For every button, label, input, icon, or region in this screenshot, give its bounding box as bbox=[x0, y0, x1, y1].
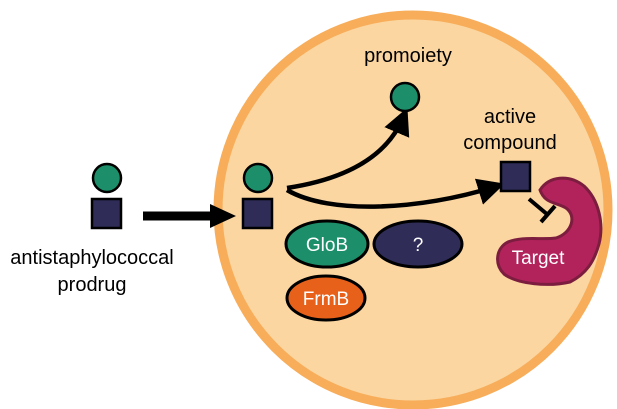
target-label: Target bbox=[512, 248, 566, 269]
inhibition-icon bbox=[527, 197, 557, 224]
prodrug-compound-square bbox=[90, 197, 123, 230]
released-promoiety-circle bbox=[389, 81, 421, 113]
release-promoiety-arrow-icon bbox=[286, 107, 410, 191]
prodrug-molecule bbox=[90, 162, 123, 230]
prodrug-label-line2: prodrug bbox=[58, 274, 127, 296]
active-label-line2: compound bbox=[463, 132, 556, 154]
internal-promoiety-circle bbox=[242, 162, 274, 194]
internal-prodrug-molecule bbox=[241, 162, 274, 230]
promoiety-label: promoiety bbox=[364, 45, 452, 67]
prodrug-label-line1: antistaphylococcal bbox=[10, 247, 173, 269]
unknown-enzyme: ? bbox=[372, 219, 464, 269]
active-label-line1: active bbox=[484, 106, 536, 128]
target-protein-shape bbox=[496, 176, 603, 286]
prodrug-promoiety-circle bbox=[91, 162, 123, 194]
glob-label: GloB bbox=[306, 235, 348, 256]
frmb-enzyme: FrmB bbox=[285, 274, 367, 322]
internal-compound-square bbox=[241, 197, 274, 230]
release-active-compound-arrow-icon bbox=[285, 178, 505, 209]
active-compound-square bbox=[499, 160, 532, 193]
unknown-enzyme-label: ? bbox=[413, 235, 424, 256]
frmb-label: FrmB bbox=[303, 289, 349, 310]
entry-arrow-icon bbox=[143, 204, 236, 228]
glob-enzyme: GloB bbox=[284, 219, 370, 269]
